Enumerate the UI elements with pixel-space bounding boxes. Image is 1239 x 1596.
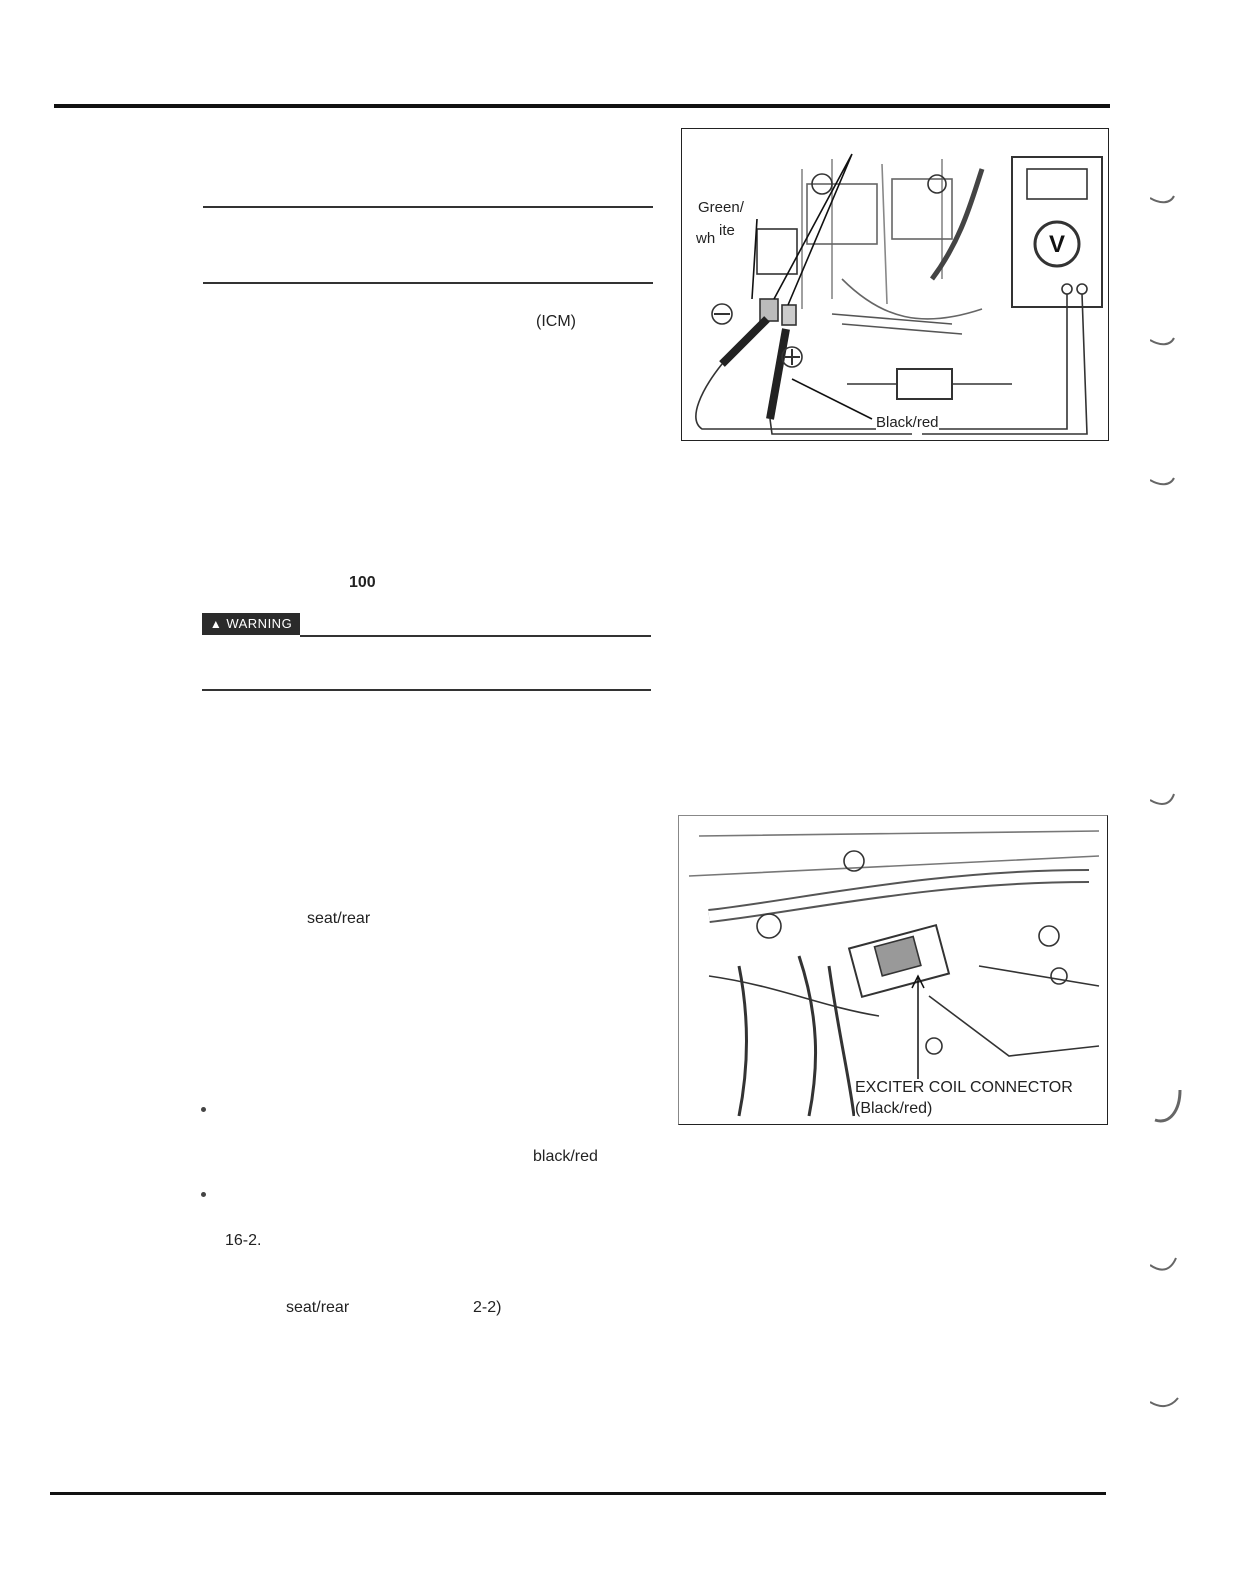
meter-symbol: V [1049, 231, 1065, 258]
voltage-test-illustration: V [695, 153, 1103, 435]
header-rule [54, 104, 1110, 108]
tab-mark-1 [1150, 195, 1175, 204]
seat-rear-text-2: seat/rear [286, 1299, 350, 1316]
tab-mark-6 [1150, 1257, 1177, 1271]
icm-text: (ICM) [536, 313, 576, 330]
label-green: Green/ [698, 199, 744, 217]
bullet-2 [201, 1192, 206, 1197]
exciter-coil-illustration [688, 830, 1100, 1117]
note-box-bottom-rule [203, 282, 653, 284]
exciter-caption-line1: EXCITER COIL CONNECTOR [855, 1079, 1073, 1097]
label-white-b: ite [719, 222, 735, 239]
warning-triangle-icon: ▲ [209, 617, 223, 631]
tab-mark-4 [1150, 793, 1175, 805]
tab-mark-2 [1150, 337, 1175, 346]
page-ref-text: 16-2. [225, 1232, 262, 1249]
warning-top-rule [300, 635, 651, 637]
figure-exciter-coil-connector: EXCITER COIL CONNECTOR (Black/red) [678, 815, 1108, 1125]
exciter-caption-line2: (Black/red) [855, 1100, 933, 1118]
warning-bottom-rule [202, 689, 651, 691]
tab-mark-3 [1150, 477, 1175, 486]
warning-label: WARNING [226, 616, 293, 631]
seat-rear-text-1: seat/rear [307, 910, 371, 927]
section-ref-text: 2-2) [473, 1299, 502, 1316]
warning-badge: ▲ WARNING [202, 613, 300, 635]
label-black-red: Black/red [876, 414, 939, 432]
footer-rule [50, 1492, 1106, 1495]
page-edge-tabs [1150, 195, 1182, 1408]
tab-mark-5 [1154, 1089, 1182, 1123]
figure-voltage-test: V Green/ wh ite Black/red [681, 128, 1109, 441]
value-100-text: 100 [349, 574, 376, 591]
tab-mark-7 [1150, 1397, 1179, 1408]
black-red-text: black/red [533, 1148, 598, 1165]
note-box-top-rule [203, 206, 653, 208]
bullet-1 [201, 1107, 206, 1112]
label-white-a: wh [696, 230, 716, 248]
